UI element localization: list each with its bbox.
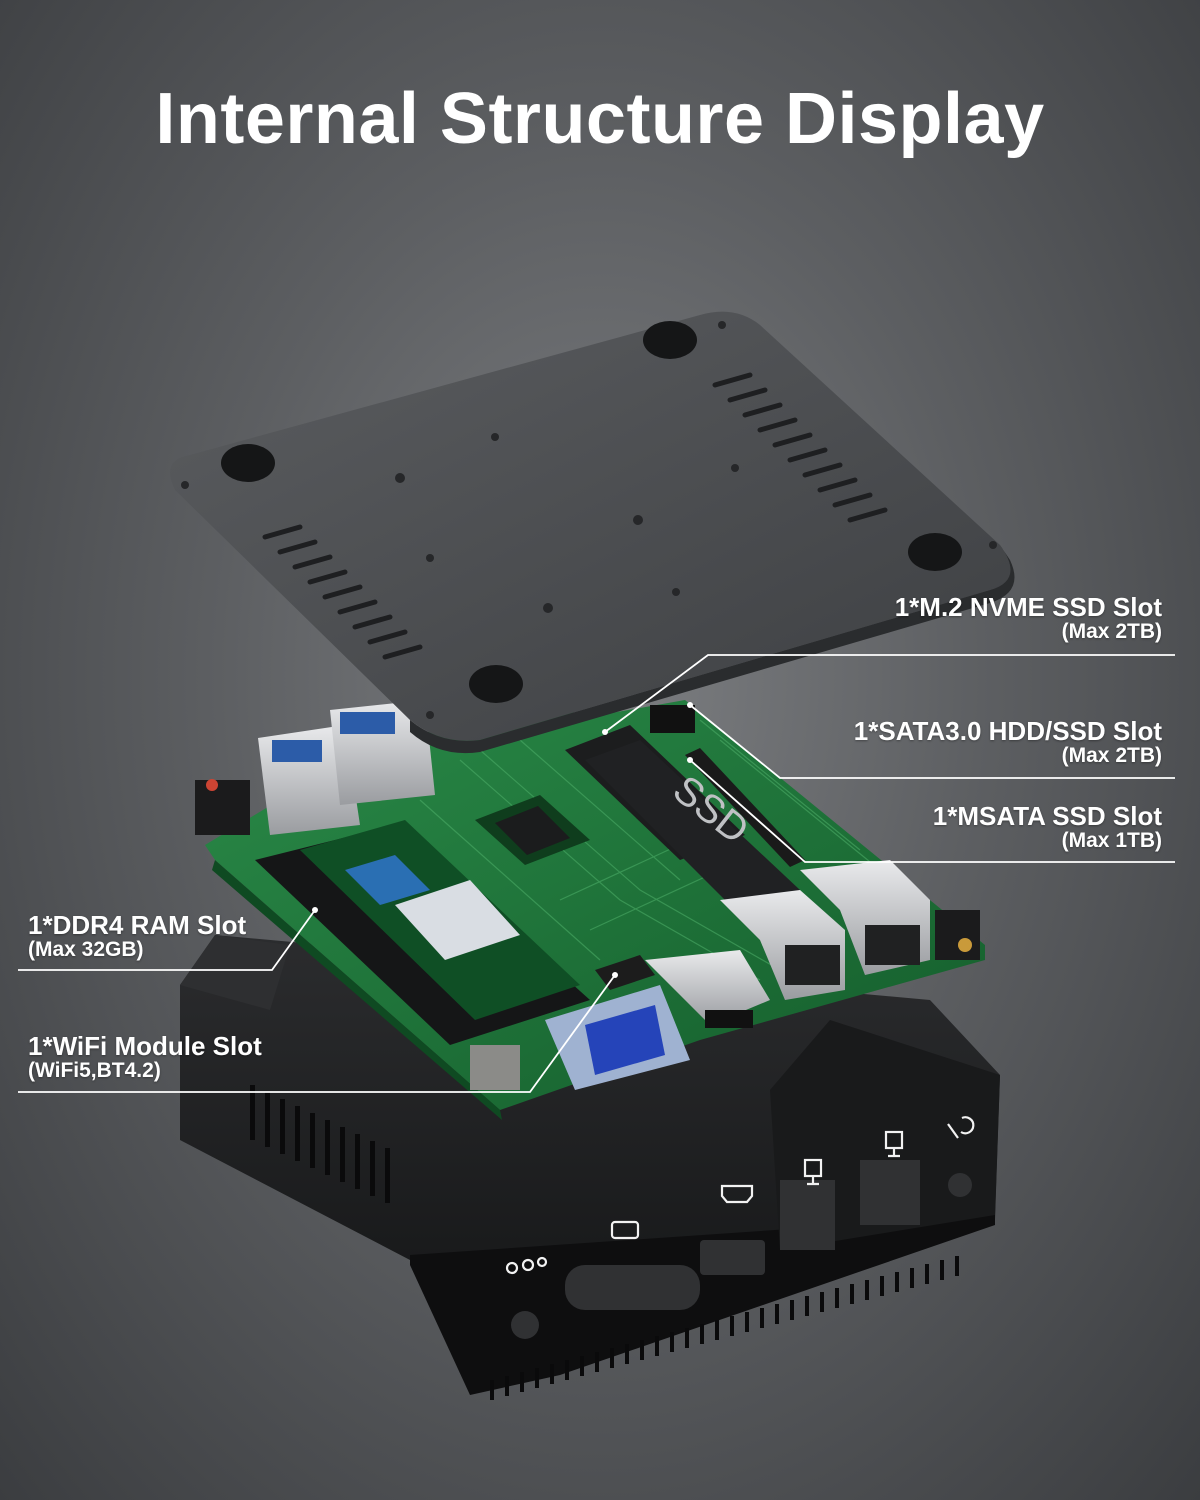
callout-m2-name: 1*M.2 NVME SSD Slot [894, 592, 1162, 622]
callout-wifi-slot: 1*WiFi Module Slot (WiFi5,BT4.2) [28, 1031, 262, 1083]
callout-ddr4-capacity: (Max 32GB) [28, 938, 144, 962]
dc-power-icon [505, 1256, 548, 1275]
lan-ports [720, 860, 930, 1000]
callout-msata-capacity: (Max 1TB) [1061, 829, 1162, 853]
callout-wifi-spec: (WiFi5,BT4.2) [28, 1059, 161, 1083]
callout-msata-slot: 1*MSATA SSD Slot (Max 1TB) [932, 801, 1162, 853]
callout-m2-capacity: (Max 2TB) [1061, 620, 1162, 644]
audio-jack-icon [947, 1116, 975, 1139]
usb-ports [258, 700, 435, 835]
vga-icon [610, 1220, 640, 1240]
callout-lines [18, 654, 1175, 1093]
callout-sata-capacity: (Max 2TB) [1061, 744, 1162, 768]
bottom-plate [170, 311, 1015, 754]
hdmi-icon [720, 1184, 754, 1204]
case-enclosure [180, 935, 1000, 1400]
callout-wifi-name: 1*WiFi Module Slot [28, 1031, 262, 1061]
callout-ddr4-slot: 1*DDR4 RAM Slot (Max 32GB) [28, 910, 247, 962]
lan-icon [803, 1158, 823, 1186]
lan-icon [884, 1130, 904, 1158]
callout-sata-name: 1*SATA3.0 HDD/SSD Slot [853, 716, 1162, 746]
callout-m2-slot: 1*M.2 NVME SSD Slot (Max 2TB) [894, 592, 1162, 644]
callout-sata-slot: 1*SATA3.0 HDD/SSD Slot (Max 2TB) [853, 716, 1162, 768]
callout-ddr4-name: 1*DDR4 RAM Slot [28, 910, 247, 940]
motherboard: SSD [195, 700, 985, 1120]
callout-msata-name: 1*MSATA SSD Slot [932, 801, 1162, 831]
page-title: Internal Structure Display [155, 79, 1045, 159]
